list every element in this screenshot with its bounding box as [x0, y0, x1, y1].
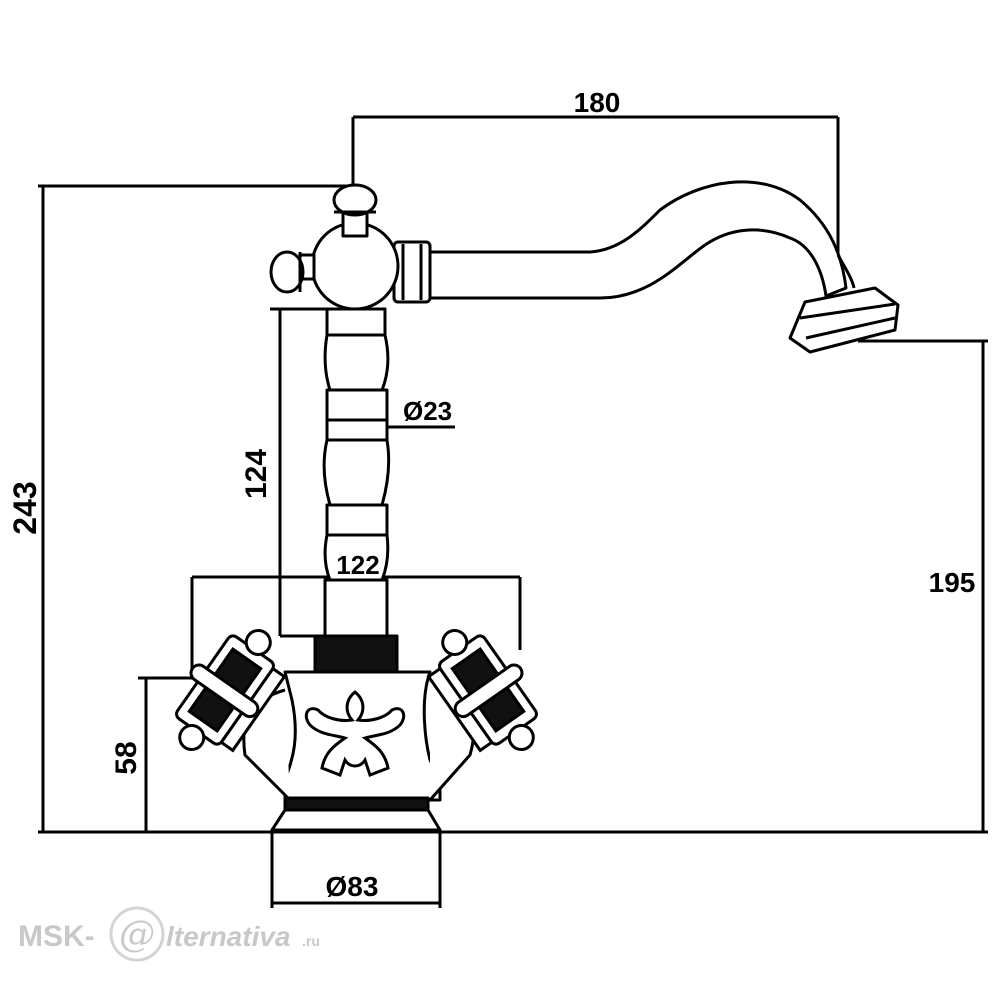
- logo-suffix: lternativa: [166, 921, 291, 952]
- collar: [313, 634, 399, 674]
- dim-base-diameter: Ø83: [326, 871, 379, 902]
- top-knob: [332, 183, 378, 217]
- spout: [428, 180, 848, 300]
- dim-spout-reach: 180: [574, 87, 621, 118]
- dimension-lines: [38, 115, 988, 908]
- msk-alternativa-logo: MSK- @ lternativa .ru: [18, 906, 320, 962]
- fleur-ornament: [304, 690, 406, 777]
- dim-column-diameter: Ø23: [403, 396, 452, 426]
- dim-total-height: 243: [7, 481, 43, 534]
- logo-domain: .ru: [302, 933, 320, 949]
- dim-body-height: 124: [240, 449, 273, 499]
- logo-prefix: MSK-: [18, 920, 95, 953]
- dim-handles-span: 122: [336, 550, 379, 580]
- base-ring: [283, 796, 430, 812]
- left-knob: [269, 250, 305, 294]
- dim-base-height: 58: [110, 741, 143, 774]
- svg-text:@: @: [119, 914, 155, 955]
- at-sign-icon: [109, 906, 165, 962]
- left-handle: [175, 628, 287, 753]
- dim-spout-height: 195: [929, 567, 976, 598]
- right-handle: [426, 628, 538, 753]
